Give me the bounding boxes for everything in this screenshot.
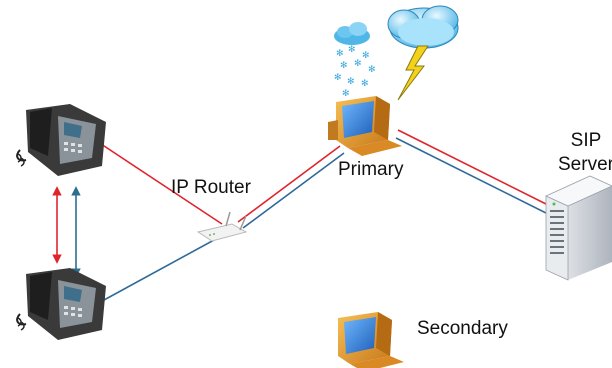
sip-server-label-line2: Server xyxy=(558,154,612,175)
svg-text:✻: ✻ xyxy=(340,61,348,71)
sip-server-label: SIP Server xyxy=(558,129,612,177)
link-blue-primary-server xyxy=(395,137,549,215)
svg-text:✻: ✻ xyxy=(354,59,362,69)
svg-text:✻: ✻ xyxy=(348,45,356,55)
link-blue-phone-router xyxy=(103,233,226,301)
link-red-primary-server xyxy=(397,129,551,207)
server-icon xyxy=(545,175,612,281)
lightning-icon xyxy=(397,45,429,101)
svg-text:✻: ✻ xyxy=(336,49,344,59)
svg-text:✻: ✻ xyxy=(368,65,376,75)
snowflake-icon: ✻✻✻ ✻✻✻ ✻✻✻ ✻ xyxy=(334,45,376,99)
link-red-phone-router xyxy=(91,137,223,225)
computer-icon xyxy=(338,312,404,368)
svg-text:✻: ✻ xyxy=(334,73,342,83)
router-icon xyxy=(196,211,248,242)
snow-cloud-icon xyxy=(334,22,370,45)
phone-icon xyxy=(16,104,106,176)
computer-icon xyxy=(328,96,402,156)
connection-lines xyxy=(52,129,551,301)
phone-icon xyxy=(16,268,106,340)
link-red-router-primary xyxy=(237,145,341,223)
primary-label: Primary xyxy=(338,159,404,180)
svg-text:✻: ✻ xyxy=(362,51,370,61)
sip-server-label-line1: SIP xyxy=(570,130,602,151)
link-blue-router-primary xyxy=(242,152,345,229)
router-label: IP Router xyxy=(171,177,251,198)
svg-text:✻: ✻ xyxy=(342,89,350,99)
svg-text:✻: ✻ xyxy=(347,77,355,87)
secondary-label: Secondary xyxy=(417,318,508,339)
svg-text:✻: ✻ xyxy=(361,79,369,89)
storm-cloud-icon xyxy=(387,5,459,49)
